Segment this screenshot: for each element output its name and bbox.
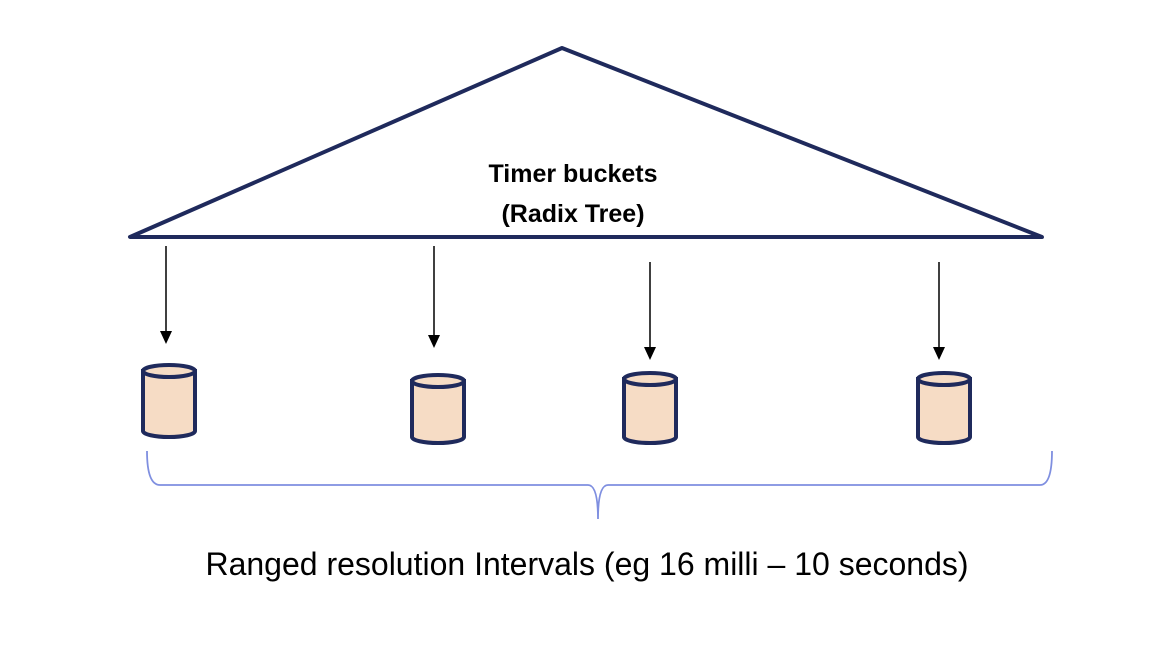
bucket-3 — [622, 371, 678, 445]
bucket-body-2 — [410, 379, 466, 445]
bucket-body-1 — [141, 369, 197, 439]
bucket-2 — [410, 373, 466, 445]
bucket-top-4 — [916, 371, 972, 387]
bucket-4 — [916, 371, 972, 445]
tree-title-line2: (Radix Tree) — [501, 200, 644, 228]
bucket-top-2 — [410, 373, 466, 389]
bucket-1 — [141, 363, 197, 439]
bucket-body-3 — [622, 377, 678, 445]
radix-tree-triangle — [128, 46, 1044, 239]
arrowhead-4 — [933, 347, 945, 360]
arrows — [160, 246, 945, 360]
arrowhead-2 — [428, 335, 440, 348]
bucket-top-3 — [622, 371, 678, 387]
range-caption: Ranged resolution Intervals (eg 16 milli… — [205, 546, 968, 582]
arrowhead-3 — [644, 347, 656, 360]
bucket-body-4 — [916, 377, 972, 445]
range-brace — [146, 450, 1053, 520]
arrowhead-1 — [160, 331, 172, 344]
tree-title-line1: Timer buckets — [488, 160, 657, 188]
bucket-top-1 — [141, 363, 197, 379]
